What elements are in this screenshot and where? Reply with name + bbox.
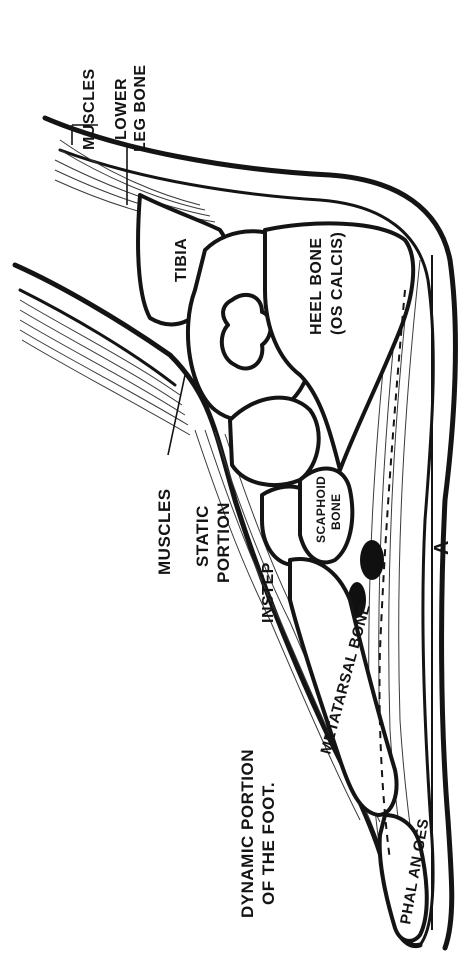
label-heel-bone-2: (OS CALCIS) (329, 232, 346, 335)
label-muscles-top: MUSCLES (81, 68, 98, 150)
label-dynamic-1: DYNAMIC PORTION (238, 749, 257, 918)
label-lower-leg-bone-2: LEG BONE (132, 64, 149, 152)
label-lower-leg-bone-1: LOWER (113, 78, 130, 140)
label-marker-a: A (431, 540, 453, 555)
label-scaphoid-1: SCAPHOID (314, 476, 328, 543)
sesamoid-bone-1 (360, 540, 384, 580)
label-static-1: STATIC (193, 505, 212, 567)
label-dynamic-2: OF THE FOOT. (259, 782, 278, 905)
label-tibia: TIBIA (173, 238, 190, 282)
navicular-bone (230, 398, 319, 485)
label-scaphoid-2: BONE (329, 493, 343, 530)
label-muscles-left: MUSCLES (155, 488, 174, 575)
label-static-2: PORTION (214, 502, 233, 583)
label-instep: INSTEP (260, 562, 277, 623)
label-heel-bone-1: HEEL BONE (308, 237, 325, 335)
